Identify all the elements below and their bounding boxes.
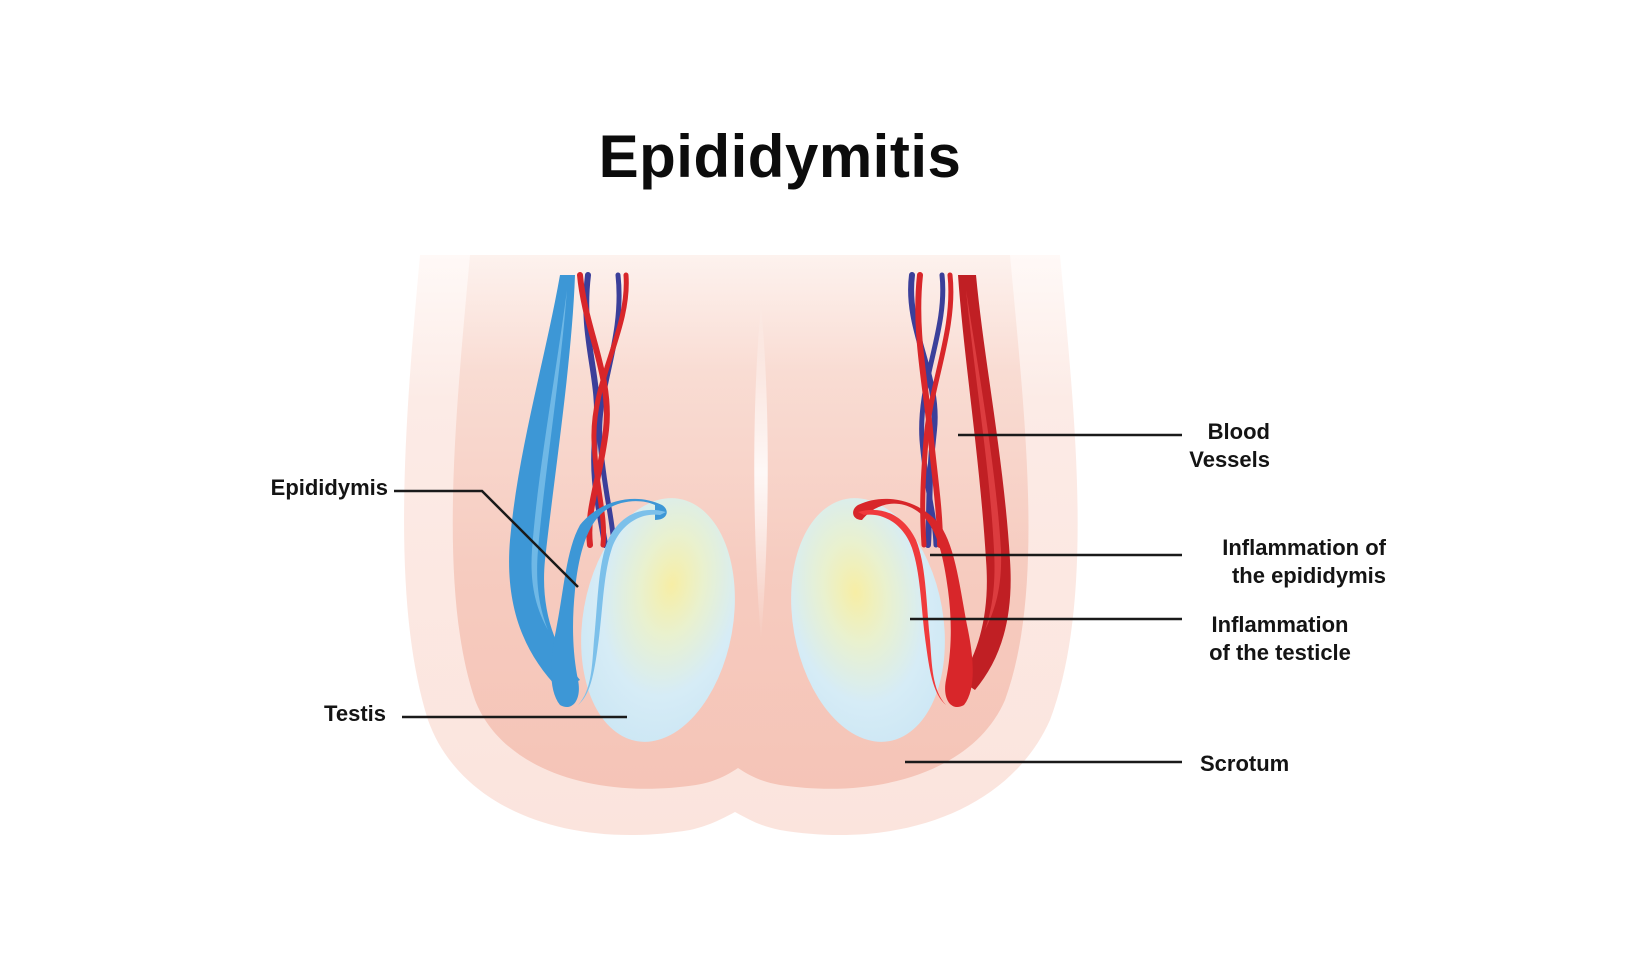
label-blood-vessels-line1: Blood <box>1207 419 1270 444</box>
left-testis <box>581 498 735 742</box>
label-inflammation-epididymis-line2: the epididymis <box>1231 563 1386 588</box>
label-testis: Testis <box>280 700 386 728</box>
label-inflammation-epididymis-line1: Inflammation of <box>1222 535 1386 560</box>
label-inflammation-testicle-line1: Inflammation <box>1211 612 1349 637</box>
left-vas-highlight <box>531 290 567 630</box>
right-artery <box>915 272 943 548</box>
label-blood-vessels-line2: Vessels <box>1189 447 1270 472</box>
left-vein-2 <box>597 272 622 548</box>
label-epididymis-text: Epididymis <box>270 475 388 500</box>
label-testis-text: Testis <box>324 701 386 726</box>
right-epididymis <box>853 498 973 708</box>
diagram-title: Epididymitis <box>598 123 962 190</box>
label-inflammation-testicle: Inflammation of the testicle <box>1190 611 1370 667</box>
leader-line-epididymis <box>394 489 579 588</box>
label-epididymis: Epididymis <box>230 474 388 502</box>
label-blood-vessels: Blood Vessels <box>1150 418 1270 474</box>
right-vein-2 <box>919 272 946 548</box>
label-scrotum-text: Scrotum <box>1200 751 1290 776</box>
label-scrotum: Scrotum <box>1200 750 1340 778</box>
left-artery-2 <box>591 272 629 548</box>
left-epididymis <box>551 498 667 708</box>
label-inflammation-epididymis: Inflammation of the epididymis <box>1180 534 1386 590</box>
label-inflammation-testicle-line2: of the testicle <box>1209 640 1351 665</box>
right-testis <box>791 498 945 742</box>
left-artery <box>577 272 610 548</box>
scrotal-raphe <box>754 305 768 640</box>
right-vein <box>908 272 938 548</box>
